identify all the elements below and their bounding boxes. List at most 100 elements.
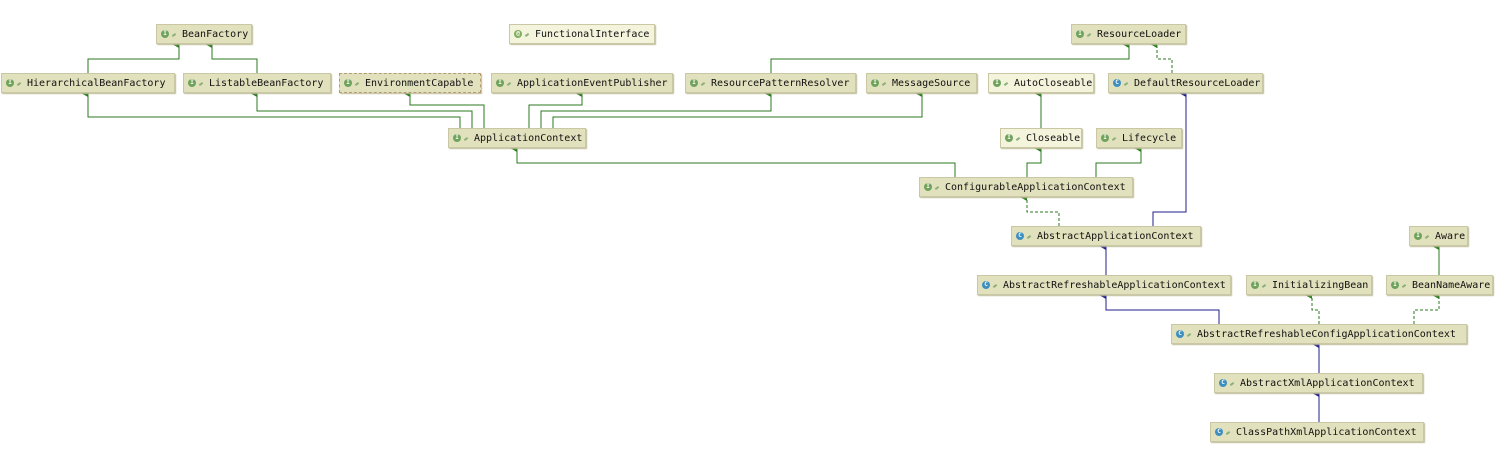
node-label: BeanFactory [182,28,249,40]
class-icon: C [1215,428,1223,436]
public-modifier-icon [1086,31,1092,37]
node-auto-closeable[interactable]: I AutoCloseable [988,73,1094,93]
node-label: Closeable [1026,132,1081,144]
edge-refreshableconfig-to-beannameaware [1413,291,1440,324]
edge-appcontext-to-hierarchical [81,89,461,128]
edge-refreshableconfig-to-refreshable [1099,291,1220,324]
public-modifier-icon [1003,80,1009,86]
edge-hierarchical-to-beanfactory [87,40,180,73]
edge-configurable-to-lifecycle [1095,144,1142,177]
edge-listable-to-beanfactory [205,40,258,73]
public-modifier-icon [1026,233,1032,239]
node-label: AbstractXmlApplicationContext [1240,377,1415,389]
abstract-class-icon: C [1176,330,1184,338]
interface-icon: I [871,79,879,87]
public-modifier-icon [1424,233,1430,239]
node-label: AutoCloseable [1014,77,1093,89]
public-modifier-icon [934,184,940,190]
public-modifier-icon [1111,135,1117,141]
interface-icon: I [1414,232,1422,240]
interface-icon: I [1076,30,1084,38]
node-hierarchical-bean-factory[interactable]: I HierarchicalBeanFactory [1,73,175,93]
node-label: ConfigurableApplicationContext [945,181,1126,193]
interface-icon: I [993,79,1001,87]
abstract-class-icon: C [1016,232,1024,240]
node-label: DefaultResourceLoader [1134,77,1261,89]
edge-patternresolver-to-resourceloader [770,40,1130,73]
abstract-class-icon: C [1219,379,1227,387]
node-label: ApplicationEventPublisher [517,77,668,89]
class-icon: C [1113,79,1121,87]
node-functional-interface[interactable]: @ FunctionalInterface [509,24,655,44]
node-label: ResourcePatternResolver [711,77,850,89]
edge-abstractappcontext-to-defaultloader [1152,89,1187,226]
node-abstract-xml-application-context[interactable]: C AbstractXmlApplicationContext [1214,373,1423,393]
public-modifier-icon [506,80,512,86]
node-abstract-application-context[interactable]: C AbstractApplicationContext [1011,226,1201,246]
node-bean-factory[interactable]: I BeanFactory [156,24,252,44]
public-modifier-icon [1123,80,1129,86]
edge-appcontext-to-listable [250,89,473,128]
edge-appcontext-to-messagesource [552,89,923,128]
edge-defaultloader-to-resourceloader [1150,40,1173,73]
interface-icon: I [1251,281,1259,289]
node-label: AbstractRefreshableApplicationContext [1003,279,1226,291]
node-application-event-publisher[interactable]: I ApplicationEventPublisher [491,73,673,93]
node-bean-name-aware[interactable]: I BeanNameAware [1386,275,1493,295]
public-modifier-icon [1229,380,1235,386]
node-label: AbstractApplicationContext [1037,230,1194,242]
public-modifier-icon [1015,135,1021,141]
interface-icon: I [1101,134,1109,142]
node-abstract-refreshable-application-context[interactable]: C AbstractRefreshableApplicationContext [977,275,1231,295]
node-label: Aware [1435,230,1466,242]
annotation-icon: @ [514,30,522,38]
node-initializing-bean[interactable]: I InitializingBean [1246,275,1372,295]
node-abstract-refreshable-config-application-context[interactable]: C AbstractRefreshableConfigApplicationCo… [1171,324,1467,344]
node-class-path-xml-application-context[interactable]: C ClassPathXmlApplicationContext [1210,422,1424,442]
edge-refreshableconfig-to-initializingbean [1305,291,1320,324]
node-resource-loader[interactable]: I ResourceLoader [1071,24,1186,44]
interface-icon: I [690,79,698,87]
node-label: ListableBeanFactory [209,77,324,89]
public-modifier-icon [1401,282,1407,288]
interface-icon: I [496,79,504,87]
node-aware[interactable]: I Aware [1409,226,1468,246]
node-label: ResourceLoader [1097,28,1182,40]
node-message-source[interactable]: I MessageSource [866,73,977,93]
public-modifier-icon [524,31,530,37]
interface-icon: I [344,79,352,87]
node-listable-bean-factory[interactable]: I ListableBeanFactory [183,73,331,93]
public-modifier-icon [463,135,469,141]
edge-configurable-to-appcontext [510,144,956,177]
node-label: EnvironmentCapable [365,77,474,89]
interface-icon: I [453,134,461,142]
node-application-context[interactable]: I ApplicationContext [448,128,586,148]
edge-configurable-to-closeable [1026,144,1042,177]
abstract-class-icon: C [982,281,990,289]
node-label: ApplicationContext [474,132,583,144]
node-environment-capable[interactable]: I EnvironmentCapable [339,73,481,93]
node-label: BeanNameAware [1412,279,1491,291]
public-modifier-icon [1186,331,1192,337]
node-configurable-application-context[interactable]: I ConfigurableApplicationContext [919,177,1133,197]
node-lifecycle[interactable]: I Lifecycle [1096,128,1182,148]
interface-icon: I [188,79,196,87]
public-modifier-icon [171,31,177,37]
edge-abstractappcontext-to-configurable [1020,193,1060,226]
node-label: Lifecycle [1122,132,1177,144]
public-modifier-icon [1225,429,1231,435]
node-label: AbstractRefreshableConfigApplicationCont… [1197,328,1456,340]
interface-icon: I [6,79,14,87]
public-modifier-icon [700,80,706,86]
node-closeable[interactable]: I Closeable [1000,128,1082,148]
node-label: InitializingBean [1272,279,1369,291]
node-resource-pattern-resolver[interactable]: I ResourcePatternResolver [685,73,856,93]
public-modifier-icon [1261,282,1267,288]
edge-appcontext-to-eventpublisher [528,89,583,128]
public-modifier-icon [992,282,998,288]
node-default-resource-loader[interactable]: C DefaultResourceLoader [1108,73,1263,93]
edge-appcontext-to-environment [403,89,485,128]
node-label: FunctionalInterface [535,28,650,40]
public-modifier-icon [198,80,204,86]
